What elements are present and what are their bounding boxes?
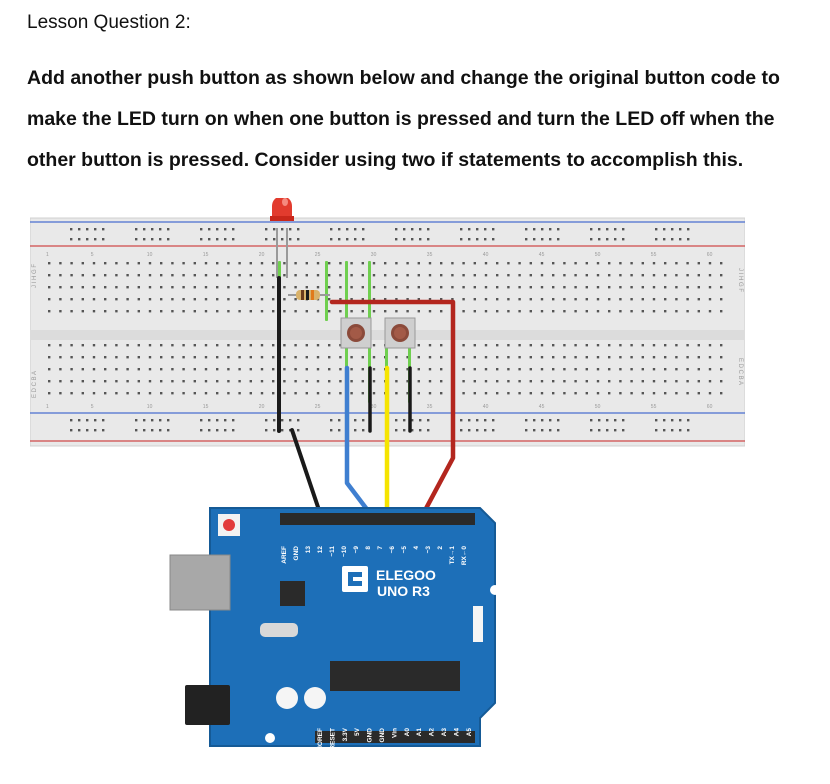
column-number: 55: [651, 252, 657, 258]
bottom-pin-labels: IOREF RESET 3.3V 5V GND GND Vin A0 A1 A2 A3 A4 A5: [317, 727, 473, 749]
pin-label: RX←0: [461, 546, 468, 566]
lesson-heading: Lesson Question 2:: [27, 12, 191, 33]
column-number: 1: [46, 404, 49, 410]
column-number: 35: [427, 252, 433, 258]
pin-label: 12: [317, 546, 324, 554]
pin-label: 5V: [354, 727, 361, 736]
pin-label: ~9: [353, 546, 360, 554]
pin-label: GND: [293, 546, 300, 561]
column-number: 50: [595, 404, 601, 410]
column-number: 30: [371, 404, 377, 410]
pin-label: A3: [441, 728, 448, 737]
column-number: 20: [259, 252, 265, 258]
pin-label: A0: [404, 728, 411, 737]
column-number: 10: [147, 404, 153, 410]
pin-label: TX→1: [449, 546, 456, 565]
column-number: 5: [91, 404, 94, 410]
breadboard-column-numbers: 1155101015152020252530303535404045455050…: [46, 252, 713, 410]
pin-label: 13: [305, 546, 312, 554]
column-number: 40: [483, 252, 489, 258]
wire-blue: [344, 365, 375, 519]
pin-label: GND: [379, 728, 386, 743]
breadboard-holes: [48, 228, 723, 432]
pin-label: A1: [416, 728, 423, 737]
column-number: 50: [595, 252, 601, 258]
board-model: UNO R3: [377, 583, 430, 599]
column-number: 40: [483, 404, 489, 410]
pin-label: ~6: [389, 546, 396, 554]
lesson-instructions: Add another push button as shown below a…: [27, 67, 780, 171]
column-number: 15: [203, 404, 209, 410]
pin-label: ~3: [425, 546, 432, 554]
pin-label: AREF: [281, 546, 288, 564]
column-number: 25: [315, 252, 321, 258]
pin-label: Vin: [391, 728, 398, 738]
wires: [277, 276, 456, 519]
pin-label: A4: [453, 728, 460, 737]
pin-label: ~10: [341, 546, 348, 557]
column-number: 15: [203, 252, 209, 258]
row-letters-bottom-right: E D C B A: [737, 358, 743, 385]
led: [270, 196, 294, 278]
pin-label: 7: [377, 546, 384, 550]
row-letters-bottom: E D C B A: [32, 371, 38, 398]
column-number: 25: [315, 404, 321, 410]
column-number: 30: [371, 252, 377, 258]
pin-label: A5: [466, 728, 473, 737]
column-number: 45: [539, 404, 545, 410]
resistor: [288, 290, 330, 300]
wire-black-gnd: [290, 428, 322, 515]
column-number: 55: [651, 404, 657, 410]
pin-label: 8: [365, 546, 372, 550]
column-number: 60: [707, 252, 713, 258]
column-number: 5: [91, 252, 94, 258]
column-number: 45: [539, 252, 545, 258]
arduino-board: ELEGOO UNO R3 AREF GND 13 12 ~11 ~10 ~9 8 7 ~6 ~5 4…: [169, 507, 500, 750]
pin-label: ~5: [401, 546, 408, 554]
pin-label: ~11: [329, 546, 336, 557]
board-brand: ELEGOO: [376, 567, 436, 583]
column-number: 1: [46, 252, 49, 258]
column-number: 20: [259, 404, 265, 410]
push-button-1: [340, 317, 372, 349]
column-number: 35: [427, 404, 433, 410]
row-letters-top: J I H G F: [32, 264, 38, 288]
pin-label: A2: [429, 728, 436, 737]
row-letters-top-right: J I H G F: [737, 268, 743, 292]
push-button-2: [384, 317, 416, 349]
wire-red: [329, 299, 456, 519]
pin-label: 4: [413, 546, 420, 550]
top-pin-labels: AREF GND 13 12 ~11 ~10 ~9 8 7 ~6 ~5 4 ~3 2 TX→1 RX←0: [281, 546, 468, 566]
pin-label: GND: [367, 728, 374, 743]
column-number: 10: [147, 252, 153, 258]
pin-label: 2: [437, 546, 444, 550]
pin-label: IOREF: [317, 728, 324, 748]
column-number: 60: [707, 404, 713, 410]
pin-label: RESET: [329, 728, 336, 750]
pin-label: 3.3V: [342, 727, 349, 741]
